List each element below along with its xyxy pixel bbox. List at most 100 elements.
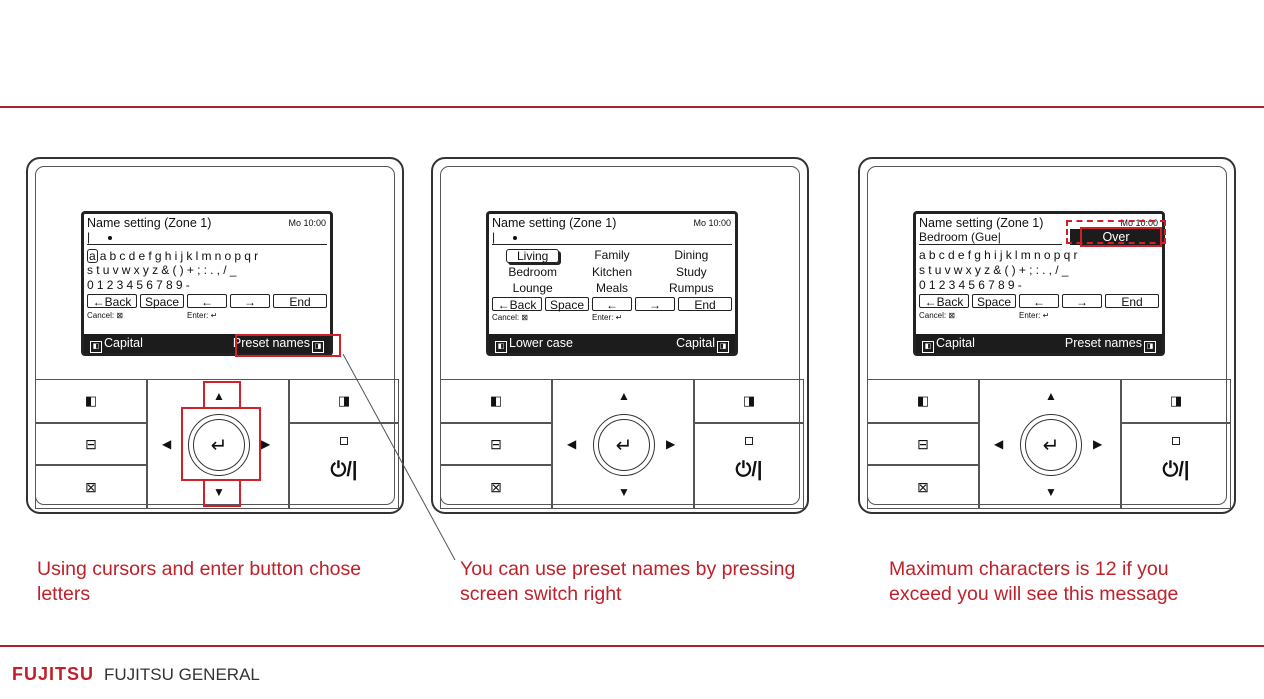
preset-rumpus[interactable]: Rumpus [668,281,714,295]
screen-switch-left-button[interactable]: ◧ [867,379,979,423]
bottom-divider [0,645,1264,647]
cursor-pad [147,379,289,509]
input-underline [492,244,732,245]
up-arrow-button[interactable]: ▲ [618,389,630,403]
left-arrow-button[interactable]: ◀ [162,437,172,451]
screen-title: Name setting (Zone 1) [87,216,212,230]
down-arrow-button[interactable]: ▼ [618,485,630,499]
name-input[interactable]: | [492,231,732,243]
right-key[interactable]: → [1062,294,1102,309]
char-row-3[interactable]: 0123456789- [87,278,193,292]
char-row-3[interactable]: 0123456789- [919,278,1025,292]
remote-controller-3: Name setting (Zone 1) Mo 10:00 Bedroom (… [858,157,1236,514]
screen-switch-left-button[interactable]: ◧ [35,379,147,423]
cancel-icon: ⊠ [490,478,502,495]
up-arrow-button[interactable]: ▲ [213,389,225,403]
key-row: ←Back Space ← → End [919,294,1159,309]
cancel-icon: ⊠ [917,478,929,495]
name-input[interactable]: Bedroom (Gue| [919,230,1001,244]
right-arrow-button[interactable]: ▶ [261,437,271,451]
right-arrow-button[interactable]: ▶ [666,437,676,451]
up-arrow-button[interactable]: ▲ [1045,389,1057,403]
power-button[interactable]: ⏻/| [694,423,804,509]
back-key[interactable]: ←Back [87,294,137,309]
cancel-button[interactable]: ⊠ [867,465,979,509]
cancel-enter-hint: Cancel: ⊠Enter: ↵ [492,313,623,322]
screen-switch-right-button[interactable]: ◨ [289,379,399,423]
switch-left-capital[interactable]: ◧Capital [920,337,975,353]
cancel-button[interactable]: ⊠ [440,465,552,509]
screen-switch-bar: ◧Capital Preset names◨ [916,334,1162,353]
switch-left-lower-case[interactable]: ◧Lower case [493,337,573,353]
preset-bedroom[interactable]: Bedroom [508,265,558,279]
preset-lounge[interactable]: Lounge [512,281,553,295]
right-key[interactable]: → [635,297,675,312]
end-key[interactable]: End [678,297,732,312]
screen-switch-right-button[interactable]: ◨ [1121,379,1231,423]
left-key[interactable]: ← [592,297,632,312]
menu-button[interactable]: ⊟ [35,423,147,465]
switch-right-capital[interactable]: Capital◨ [676,337,731,353]
key-row: ←Back Space ← → End [87,294,327,309]
screen-switch-left-icon: ◧ [90,341,102,353]
left-key[interactable]: ← [187,294,227,309]
preset-kitchen[interactable]: Kitchen [591,265,632,279]
selected-char[interactable]: a [87,249,98,263]
space-key[interactable]: Space [972,294,1016,309]
space-key[interactable]: Space [545,297,589,312]
top-divider [0,106,1264,108]
operation-lamp [340,436,348,445]
char-row-2[interactable]: stuvwxyz&()+;:.,/_ [919,263,1072,277]
back-key[interactable]: ←Back [919,294,969,309]
preset-living[interactable]: Living [493,249,572,263]
end-key[interactable]: End [1105,294,1159,309]
left-arrow-button[interactable]: ◀ [994,437,1004,451]
enter-button[interactable]: ↵ [1020,414,1082,476]
menu-button[interactable]: ⊟ [440,423,552,465]
char-row-2[interactable]: stuvwxyz&()+;:.,/_ [87,263,240,277]
back-key[interactable]: ←Back [492,297,542,312]
fujitsu-logo: FUJITSU [12,664,95,684]
down-arrow-button[interactable]: ▼ [213,485,225,499]
preset-study[interactable]: Study [675,265,707,279]
switch-right-preset-names[interactable]: Preset names◨ [1065,337,1158,353]
menu-button[interactable]: ⊟ [867,423,979,465]
menu-icon: ⊟ [490,435,502,452]
preset-family[interactable]: Family [594,248,630,262]
caption-2: You can use preset names by pressing scr… [460,558,796,605]
button-panel: ◧ ⊟ ⊠ ◨ ⏻/| ↵ ▲ ▼ ◀ ▶ [440,379,804,509]
screen-switch-bar: ◧Lower case Capital◨ [489,334,735,353]
screen-switch-right-icon: ◨ [742,393,756,408]
down-arrow-button[interactable]: ▼ [1045,485,1057,499]
switch-left-capital[interactable]: ◧Capital [88,337,143,353]
enter-button[interactable]: ↵ [593,414,655,476]
left-key[interactable]: ← [1019,294,1059,309]
screen-switch-left-button[interactable]: ◧ [440,379,552,423]
power-button[interactable]: ⏻/| [289,423,399,509]
left-arrow-button[interactable]: ◀ [567,437,577,451]
power-button[interactable]: ⏻/| [1121,423,1231,509]
char-row-1[interactable]: abcdefghijklmnopqr [919,248,1081,262]
screen-switch-left-icon: ◧ [922,341,934,353]
right-arrow-button[interactable]: ▶ [1093,437,1103,451]
enter-icon: ↵ [598,419,650,471]
space-key[interactable]: Space [140,294,184,309]
screen-switch-right-icon: ◨ [717,341,729,353]
name-input[interactable]: | [87,231,327,243]
end-key[interactable]: End [273,294,327,309]
screen-switch-right-icon: ◨ [312,341,324,353]
remote-bezel [35,166,395,505]
enter-button[interactable]: ↵ [188,414,250,476]
preset-dining[interactable]: Dining [674,248,709,262]
right-key[interactable]: → [230,294,270,309]
input-underline [919,244,1062,245]
screen-switch-right-icon: ◨ [1144,341,1156,353]
switch-right-preset-names[interactable]: Preset names◨ [233,337,326,353]
preset-meals[interactable]: Meals [595,281,628,295]
screen-switch-right-button[interactable]: ◨ [694,379,804,423]
cancel-button[interactable]: ⊠ [35,465,147,509]
screen-switch-left-icon: ◧ [495,341,507,353]
screen-title: Name setting (Zone 1) [492,216,617,230]
